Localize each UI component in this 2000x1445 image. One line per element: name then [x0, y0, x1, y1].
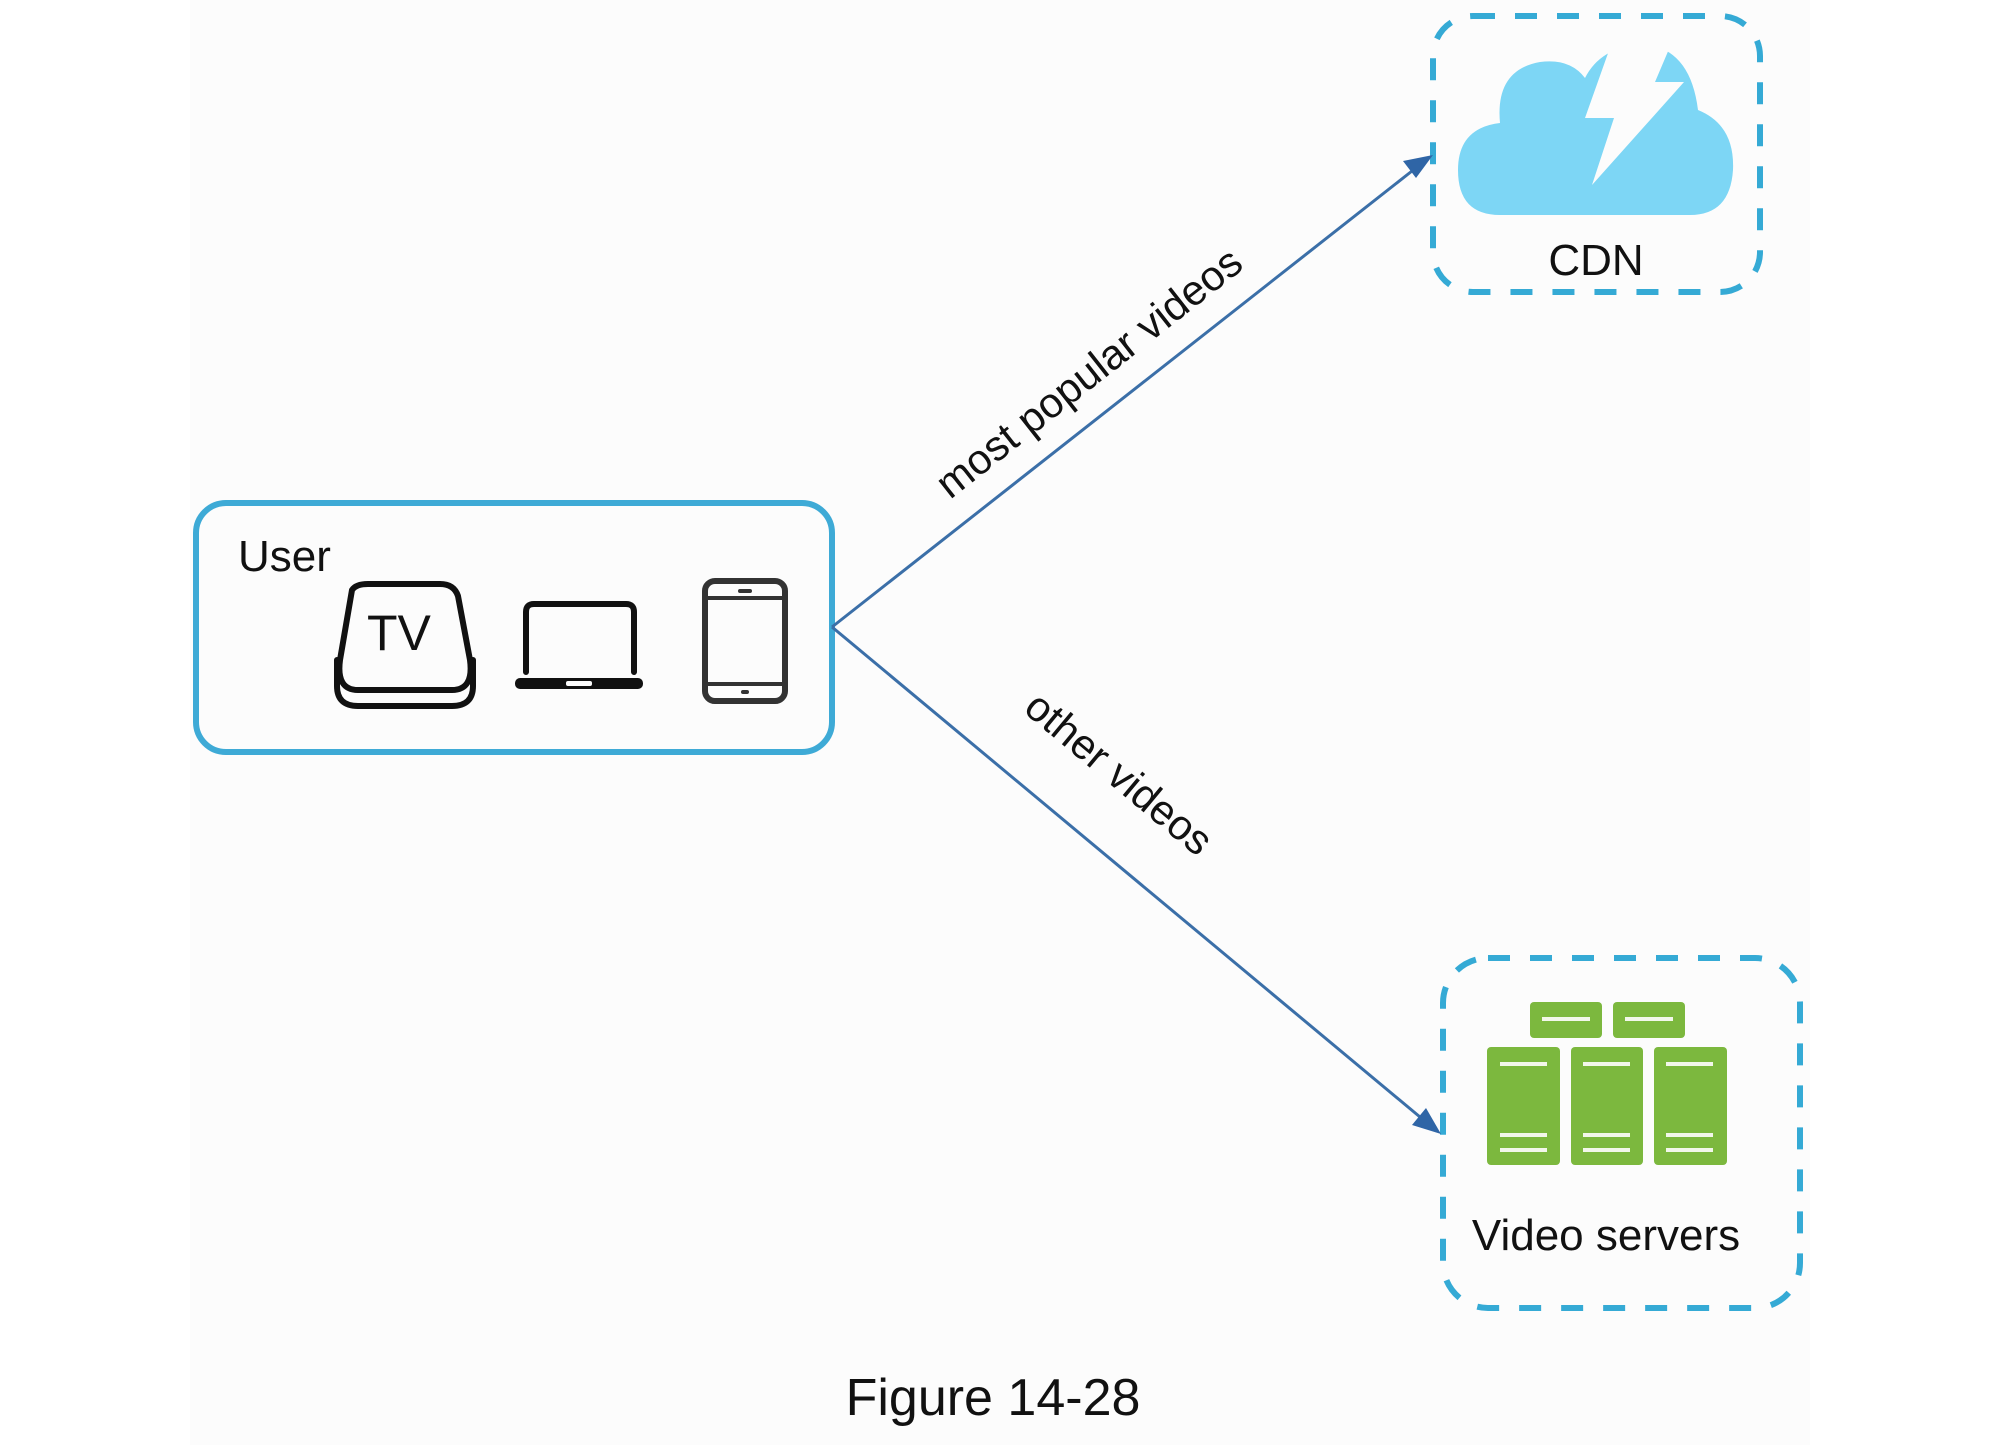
- tv-box-icon: TV: [334, 581, 476, 709]
- edge-line-popular: [831, 169, 1413, 629]
- figure-caption: Figure 14-28: [846, 1369, 1141, 1427]
- smartphone-icon: [702, 578, 788, 704]
- cdn-node[interactable]: CDN: [1430, 13, 1763, 295]
- arrowhead-cdn: [1403, 155, 1433, 178]
- user-node[interactable]: User TV: [193, 500, 835, 755]
- video-servers-label: Video servers: [1472, 1211, 1740, 1260]
- video-servers-box: [1440, 955, 1803, 1311]
- panel-background: [190, 0, 1810, 1445]
- server-cluster-icon: [1487, 1002, 1727, 1165]
- tv-icon-text: TV: [367, 605, 432, 661]
- cdn-label: CDN: [1548, 236, 1643, 285]
- arrowhead-video-servers: [1412, 1108, 1441, 1134]
- laptop-icon: [515, 601, 643, 689]
- cdn-box: [1430, 13, 1763, 295]
- video-servers-node[interactable]: Video servers: [1440, 955, 1803, 1311]
- user-label: User: [238, 532, 331, 581]
- cloud-lightning-icon: [1458, 42, 1734, 215]
- edge-line-other: [831, 625, 1421, 1119]
